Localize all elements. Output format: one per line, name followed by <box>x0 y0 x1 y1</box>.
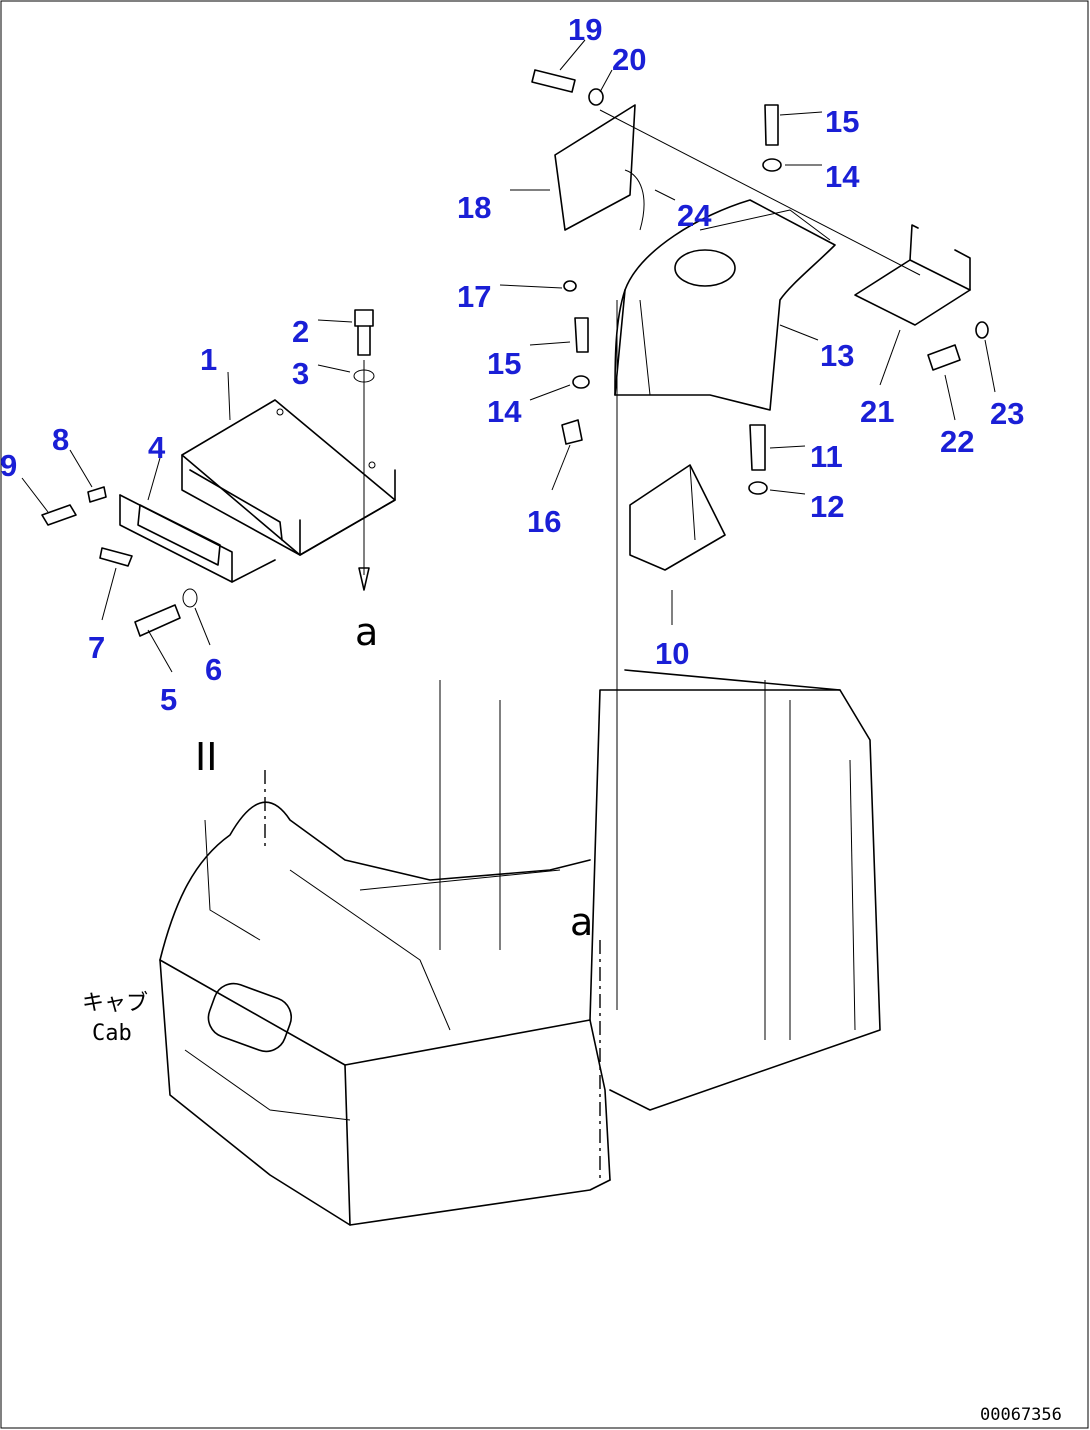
callout-label-21: 21 <box>860 394 894 429</box>
center-line-label: II <box>195 735 217 779</box>
leader-line-5 <box>147 629 173 673</box>
callout-label-23: 23 <box>990 396 1024 431</box>
bracket-10 <box>629 464 726 571</box>
mounting-bracket <box>119 494 276 583</box>
leader-line-20 <box>599 69 613 93</box>
plate-21 <box>854 224 971 326</box>
callout-label-15: 15 <box>825 104 859 139</box>
callout-label-24: 24 <box>677 198 712 233</box>
side-cover-18 <box>554 104 645 231</box>
cab-frame <box>159 669 881 1226</box>
leader-line-11 <box>769 445 806 449</box>
leader-line-14 <box>529 384 571 401</box>
leader-line-23 <box>984 339 996 393</box>
leader-line-4 <box>147 457 161 501</box>
leader-line-15 <box>529 341 571 346</box>
leader-line-16 <box>551 444 571 491</box>
callout-label-15: 15 <box>487 346 521 381</box>
callout-label-1: 1 <box>200 342 217 377</box>
leader-line-15 <box>779 111 823 116</box>
leader-line-1 <box>227 371 231 421</box>
leader-line-19 <box>559 39 586 71</box>
callout-label-13: 13 <box>820 338 854 373</box>
leader-line-7 <box>101 567 117 621</box>
callout-label-6: 6 <box>205 652 222 687</box>
leader-line-21 <box>879 329 901 386</box>
callout-label-11: 11 <box>810 439 843 474</box>
callout-label-17: 17 <box>457 279 491 314</box>
callout-label-3: 3 <box>292 356 309 391</box>
callout-label-7: 7 <box>88 630 105 665</box>
callout-label-4: 4 <box>148 430 166 465</box>
callout-labels: 1234567891011121314141515161718192021222… <box>0 12 1024 717</box>
callout-label-19: 19 <box>568 12 602 47</box>
callout-label-8: 8 <box>52 422 69 457</box>
reference-mark-a-upper: a <box>355 610 378 654</box>
leader-line-13 <box>779 324 819 341</box>
reference-mark-a-lower: a <box>570 900 593 944</box>
callout-label-16: 16 <box>527 504 561 539</box>
leader-line-3 <box>317 364 351 373</box>
cab-label-english: Cab <box>92 1021 132 1046</box>
leader-line-2 <box>317 319 353 323</box>
callout-label-14: 14 <box>487 394 522 429</box>
console-cover <box>614 199 836 411</box>
controller-box <box>181 399 396 556</box>
callout-label-14: 14 <box>825 159 860 194</box>
leader-line-8 <box>69 449 93 488</box>
callout-label-10: 10 <box>655 636 689 671</box>
leader-line-24 <box>654 189 676 201</box>
callout-label-18: 18 <box>457 190 491 225</box>
leader-line-9 <box>21 477 49 513</box>
callout-label-20: 20 <box>612 42 646 77</box>
callout-label-12: 12 <box>810 489 844 524</box>
cab-label-japanese: キャブ <box>82 991 148 1016</box>
leader-line-22 <box>944 374 956 421</box>
leader-line-12 <box>769 489 806 495</box>
leader-line-6 <box>194 607 211 646</box>
bolts-small <box>41 486 198 637</box>
callout-label-2: 2 <box>292 314 309 349</box>
callout-label-5: 5 <box>160 682 177 717</box>
callout-label-9: 9 <box>0 448 17 483</box>
drawing-code: 00067356 <box>980 1405 1062 1425</box>
callout-label-22: 22 <box>940 424 974 459</box>
leader-line-17 <box>499 284 563 289</box>
small-hardware-right <box>531 69 989 495</box>
